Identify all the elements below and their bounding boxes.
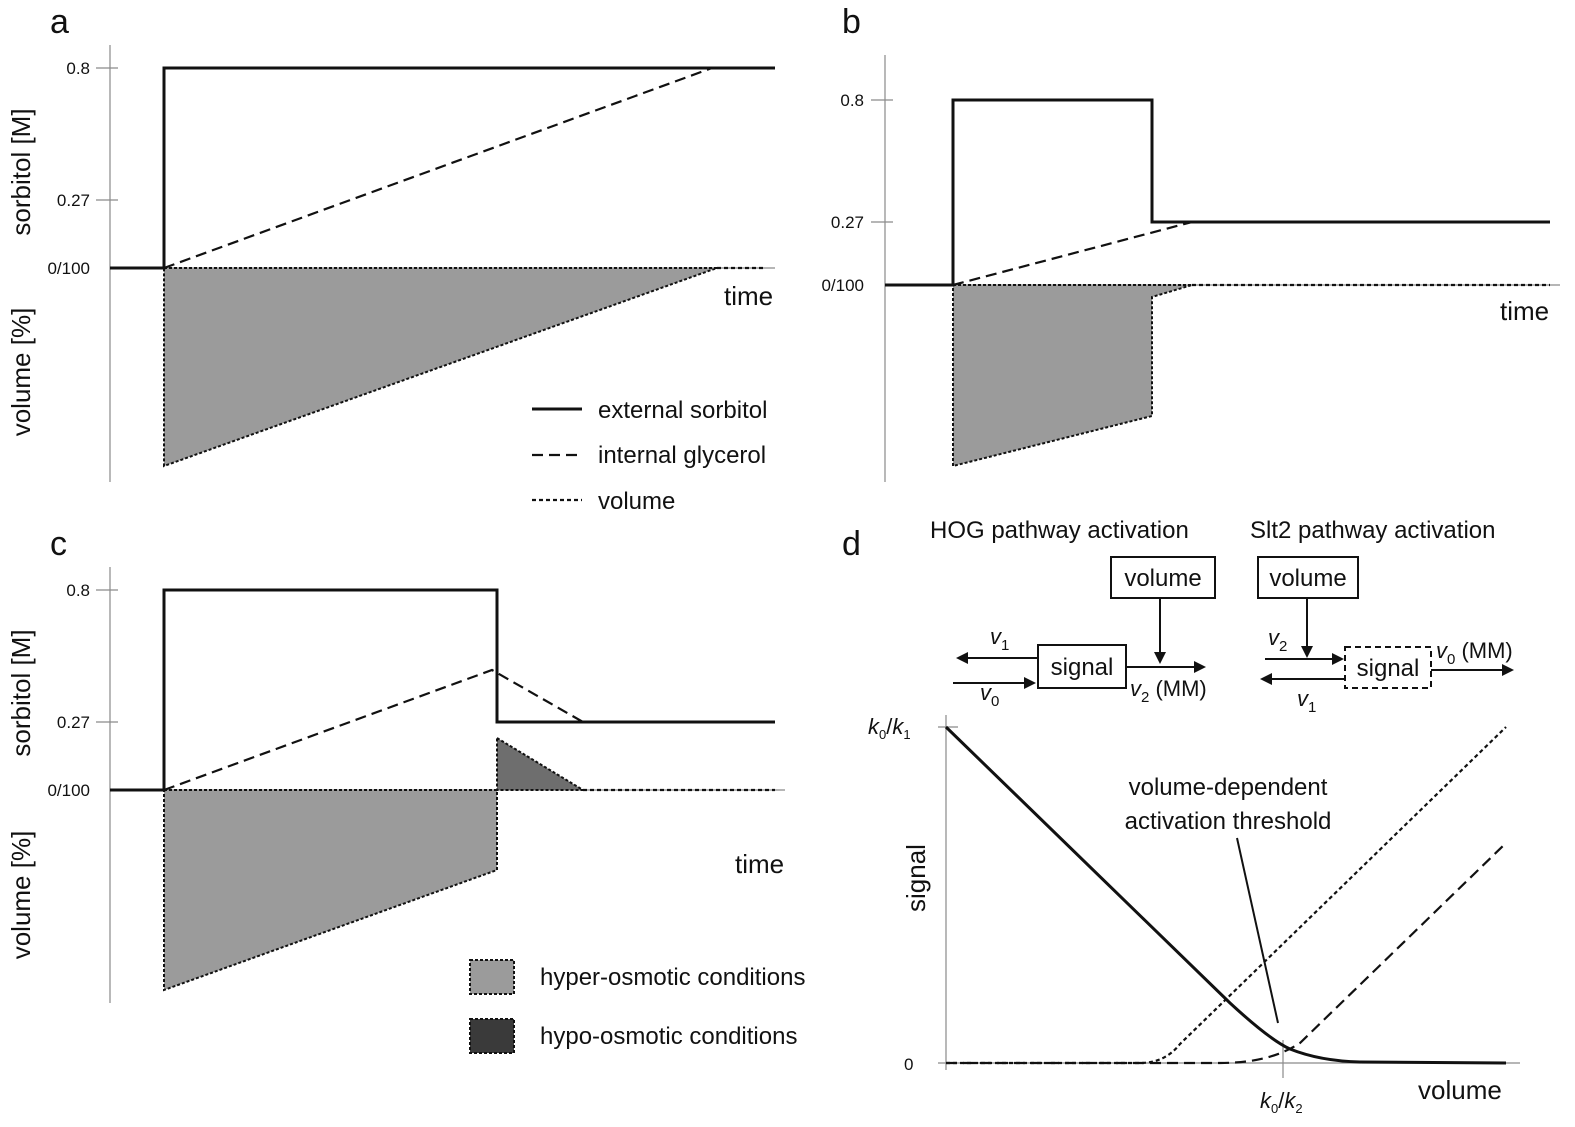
panel-d: d HOG pathway activation volume signal v… (842, 517, 1520, 1116)
panel-b-letter: b (842, 3, 861, 41)
hog-volume-label: volume (1124, 565, 1201, 592)
hog-v1-label: v1 (990, 624, 1009, 654)
hog-signal-label: signal (1051, 654, 1114, 681)
slt2-v0-label: v0 (MM) (1436, 638, 1513, 668)
panel-b-tick-label-027: 0.27 (831, 213, 864, 232)
panel-a-internal-glycerol-line (163, 66, 713, 270)
panel-a: a 0.8 0.27 0/100 sorbitol [M] volume [%]… (6, 3, 775, 515)
hog-v0-arrowhead (1024, 677, 1036, 689)
panel-c-internal-glycerol-line (163, 668, 584, 792)
panel-c-external-sorbitol-line (110, 588, 775, 792)
panel-d-letter: d (842, 525, 861, 563)
legend-external-sorbitol: external sorbitol (598, 397, 767, 424)
slt2-volume-label: volume (1269, 565, 1346, 592)
panel-d-slt2-signal-curve (946, 726, 1507, 1065)
slt2-volume-arrowhead (1301, 646, 1313, 658)
panel-c-xlabel-time: time (735, 849, 784, 879)
legend-hyper-swatch (469, 959, 515, 995)
panel-b-external-sorbitol-line (885, 98, 1550, 287)
legend-hypo-swatch (469, 1018, 515, 1054)
panel-c-hypo-area (496, 736, 587, 791)
panel-a-tick-label-027: 0.27 (57, 191, 90, 210)
hog-v0-label: v0 (980, 680, 999, 710)
panel-a-external-sorbitol-line (110, 66, 775, 270)
panel-d-xlabel-volume: volume (1418, 1075, 1502, 1105)
slt2-pathway-title: Slt2 pathway activation (1250, 517, 1495, 544)
panel-d-xtick-label-threshold: k0/k2 (1260, 1088, 1303, 1116)
panel-a-xlabel-time: time (724, 281, 773, 311)
slt2-v2-label: v2 (1268, 625, 1287, 655)
panel-b-internal-glycerol-line (952, 220, 1193, 287)
slt2-v1-label: v1 (1297, 686, 1316, 716)
panel-c-tick-label-027: 0.27 (57, 713, 90, 732)
hog-pathway-title: HOG pathway activation (930, 517, 1189, 544)
slt2-signal-label: signal (1357, 655, 1420, 682)
panel-d-annotation-pointer (1236, 837, 1279, 1024)
panel-d-ytick-label-zero: 0 (904, 1055, 913, 1074)
panel-b-tick-label-zero: 0/100 (821, 276, 864, 295)
legend-hyper-osmotic: hyper-osmotic conditions (540, 964, 805, 991)
panel-a-tick-label-zero: 0/100 (47, 259, 90, 278)
panel-b-hyper-area (952, 284, 1193, 468)
legend-internal-glycerol: internal glycerol (598, 442, 766, 469)
panel-c-letter: c (50, 525, 67, 563)
legend-volume: volume (598, 488, 675, 515)
panel-d-annotation-line2: activation threshold (1125, 808, 1332, 835)
panel-d-annotation-line1: volume-dependent (1129, 774, 1328, 801)
panel-b: b 0.8 0.27 0/100 time (821, 3, 1560, 482)
panel-d-ylabel-signal: signal (901, 844, 931, 912)
hog-v1-arrowhead (956, 652, 968, 664)
panel-a-ylabel-sorbitol: sorbitol [M] (6, 108, 36, 235)
slt2-v2-arrowhead (1332, 653, 1344, 665)
panel-c-tick-label-zero: 0/100 (47, 781, 90, 800)
panel-c: c 0.8 0.27 0/100 sorbitol [M] volume [%]… (6, 525, 805, 1054)
panel-d-slt2-mm-signal-curve (946, 842, 1507, 1065)
panel-a-letter: a (50, 3, 69, 41)
panel-d-ytick-label-top: k0/k1 (868, 714, 911, 742)
hog-v2-arrowhead (1194, 661, 1206, 673)
slt2-signal-box (1344, 646, 1432, 689)
panel-c-hyper-area (163, 789, 498, 992)
panel-c-ylabel-sorbitol: sorbitol [M] (6, 629, 36, 756)
slt2-v1-arrowhead (1260, 673, 1272, 685)
hog-v2-label: v2 (MM) (1130, 676, 1207, 706)
panel-c-ylabel-volume: volume [%] (6, 831, 36, 960)
hog-volume-arrowhead (1154, 652, 1166, 664)
hog-volume-box (1110, 556, 1216, 599)
panel-a-ylabel-volume: volume [%] (6, 308, 36, 437)
panel-b-xlabel-time: time (1500, 296, 1549, 326)
panel-b-tick-label-08: 0.8 (840, 91, 864, 110)
panel-a-tick-label-08: 0.8 (66, 59, 90, 78)
slt2-v0-arrowhead (1502, 664, 1514, 676)
panel-c-tick-label-08: 0.8 (66, 581, 90, 600)
panel-a-hyper-area (163, 267, 718, 468)
legend-hypo-osmotic: hypo-osmotic conditions (540, 1023, 797, 1050)
